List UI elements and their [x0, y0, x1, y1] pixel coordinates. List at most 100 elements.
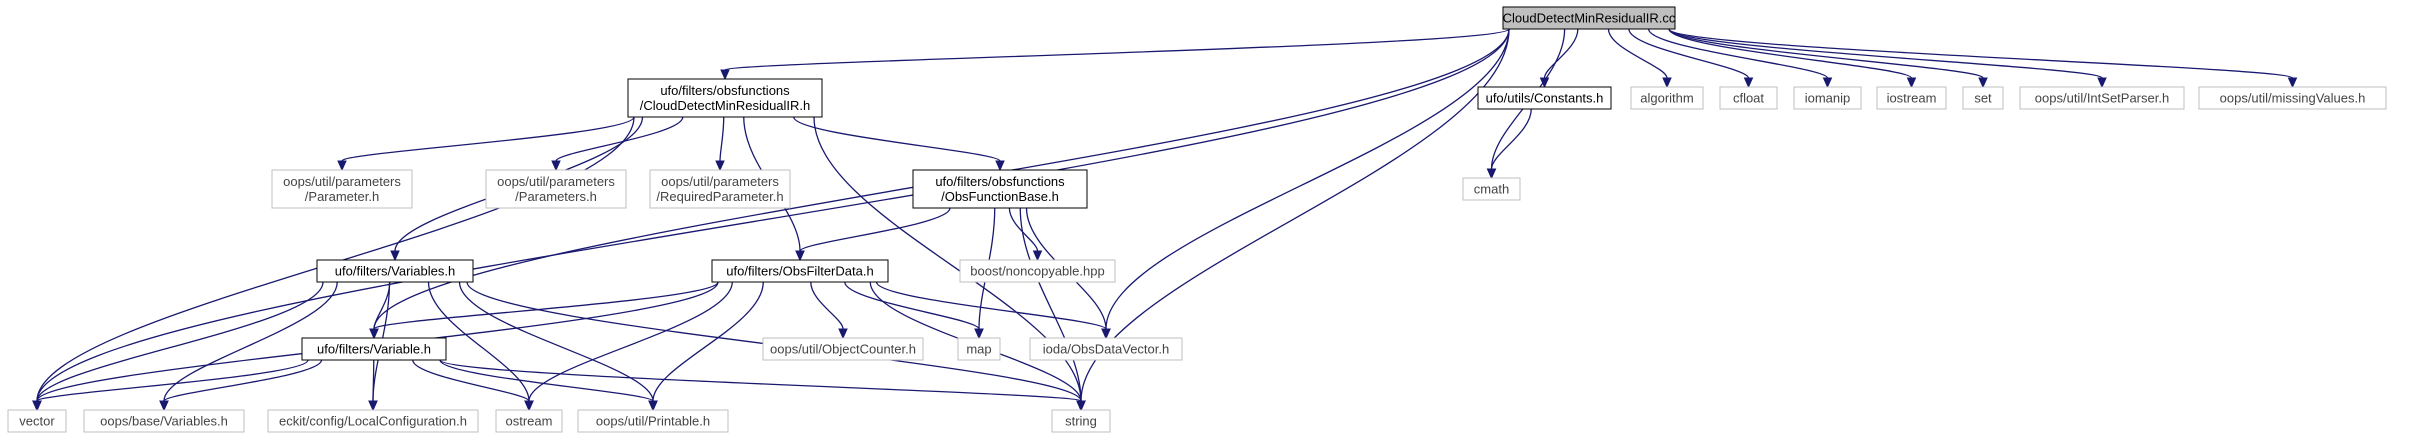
edge-line: [1019, 207, 1082, 402]
node-label: cmath: [1474, 182, 1509, 197]
edge-root-to-algorithm: [1607, 28, 1672, 89]
node-box: [1876, 86, 1947, 110]
edge-line: [1668, 28, 1984, 79]
edge-arrowhead: [159, 400, 169, 412]
edge-arrowhead: [32, 400, 42, 412]
node-box: [957, 337, 1001, 361]
edge-line: [1543, 28, 1579, 79]
edge-line: [1647, 28, 1829, 79]
edge-line: [36, 28, 1510, 402]
edge-arrowhead: [974, 328, 984, 340]
node-label: map: [966, 342, 991, 357]
node-missing: oops/util/missingValues.h: [2198, 86, 2387, 110]
node-label: oops/util/parameters: [661, 174, 779, 189]
nodes-layer: CloudDetectMinResidualIR.cc ufo/filters/o…: [7, 6, 2387, 433]
edge-line: [724, 28, 1510, 71]
edge-line: [844, 281, 980, 330]
edge-line: [36, 281, 324, 402]
edge-obsfuncbase-to-string: [1019, 207, 1086, 412]
node-box: [1962, 86, 2004, 110]
node-label: oops/util/Printable.h: [596, 414, 710, 429]
edge-line: [412, 359, 530, 402]
node-box: [1477, 86, 1612, 110]
edge-arrowhead: [1076, 400, 1086, 412]
node-label: oops/util/IntSetParser.h: [2035, 91, 2169, 106]
edge-obsfilterdata-to-objcounter: [810, 281, 848, 340]
edge-root-to-iomanip: [1647, 28, 1833, 89]
node-constants[interactable]: ufo/utils/Constants.h: [1477, 86, 1612, 110]
node-root[interactable]: CloudDetectMinResidualIR.cc: [1502, 6, 1676, 30]
node-variable[interactable]: ufo/filters/Variable.h: [301, 337, 447, 361]
edge-obsfilterdata-to-printable: [648, 281, 764, 412]
node-h_cdmr[interactable]: ufo/filters/obsfunctions/CloudDetectMinR…: [627, 78, 823, 118]
node-label: boost/noncopyable.hpp: [970, 264, 1104, 279]
edge-obsfilterdata-to-obsdatavector: [875, 281, 1111, 340]
node-label: oops/util/parameters: [497, 174, 615, 189]
edge-arrowhead: [795, 250, 805, 262]
node-label: oops/base/Variables.h: [100, 414, 228, 429]
edge-line: [373, 281, 391, 330]
node-label: vector: [19, 414, 55, 429]
node-label: oops/util/ObjectCounter.h: [770, 342, 916, 357]
node-box: [762, 337, 924, 361]
node-iomanip: iomanip: [1793, 86, 1862, 110]
node-box: [711, 259, 889, 283]
node-label: eckit/config/LocalConfiguration.h: [279, 414, 467, 429]
edge-line: [1628, 28, 1750, 79]
node-label: set: [1974, 91, 1992, 106]
node-variables[interactable]: ufo/filters/Variables.h: [316, 259, 474, 283]
edge-arrowhead: [337, 160, 347, 172]
node-box: [495, 409, 563, 433]
node-label: ufo/filters/Variable.h: [317, 342, 431, 357]
edge-arrowhead: [1906, 77, 1917, 89]
edge-arrowhead: [369, 328, 379, 340]
node-label: algorithm: [1640, 91, 1693, 106]
edge-line: [341, 116, 635, 162]
edge-variable-to-oopsvariables: [159, 359, 323, 412]
edge-h_cdmr-to-obsfuncbase: [793, 116, 1005, 172]
edge-line: [163, 281, 338, 402]
edge-obsfilterdata-to-variable: [369, 281, 719, 340]
edge-line: [799, 207, 951, 252]
edge-variable-to-ostream: [412, 359, 534, 412]
node-box: [912, 169, 1088, 209]
node-box: [959, 259, 1116, 283]
node-label: ioda/ObsDataVector.h: [1043, 342, 1169, 357]
edge-arrowhead: [1486, 168, 1497, 180]
node-vector: vector: [7, 409, 67, 433]
edge-root-to-set: [1668, 28, 1988, 89]
edge-obsfuncbase-to-noncopyable: [1008, 207, 1043, 262]
node-obsdatavector: ioda/ObsDataVector.h: [1029, 337, 1183, 361]
edge-line: [427, 281, 530, 402]
edge-arrowhead: [1822, 77, 1833, 89]
node-set: set: [1962, 86, 2004, 110]
edge-line: [810, 281, 844, 330]
edge-variable-to-localconfig: [368, 359, 378, 412]
edge-arrowhead: [1101, 328, 1111, 340]
edge-h_cdmr-to-param: [337, 116, 635, 172]
node-params: oops/util/parameters/Parameters.h: [485, 169, 627, 209]
node-box: [7, 409, 67, 433]
edge-line: [1105, 28, 1510, 330]
edge-variables-to-vector: [32, 281, 324, 412]
edge-root-to-iostream: [1668, 28, 1917, 89]
edge-root-to-missing: [1668, 28, 2298, 89]
node-label: ufo/filters/Variables.h: [335, 264, 455, 279]
edge-root-to-cfloat: [1628, 28, 1754, 89]
node-obsfilterdata[interactable]: ufo/filters/ObsFilterData.h: [711, 259, 889, 283]
edge-line: [555, 116, 684, 162]
node-box: [1462, 177, 1521, 201]
edge-arrowhead: [524, 400, 534, 412]
edge-arrowhead: [1032, 250, 1043, 262]
edge-arrowhead: [715, 160, 725, 172]
node-localconfig: eckit/config/LocalConfiguration.h: [267, 409, 479, 433]
node-label: ufo/filters/obsfunctions: [660, 83, 790, 98]
node-box: [1051, 409, 1111, 433]
edge-line: [813, 116, 1082, 402]
node-param: oops/util/parameters/Parameter.h: [271, 169, 413, 209]
node-label: oops/util/missingValues.h: [2220, 91, 2366, 106]
edge-line: [528, 281, 733, 402]
node-obsfuncbase[interactable]: ufo/filters/obsfunctions/ObsFunctionBase…: [912, 169, 1088, 209]
edge-arrowhead: [720, 69, 730, 81]
node-cmath: cmath: [1462, 177, 1521, 201]
